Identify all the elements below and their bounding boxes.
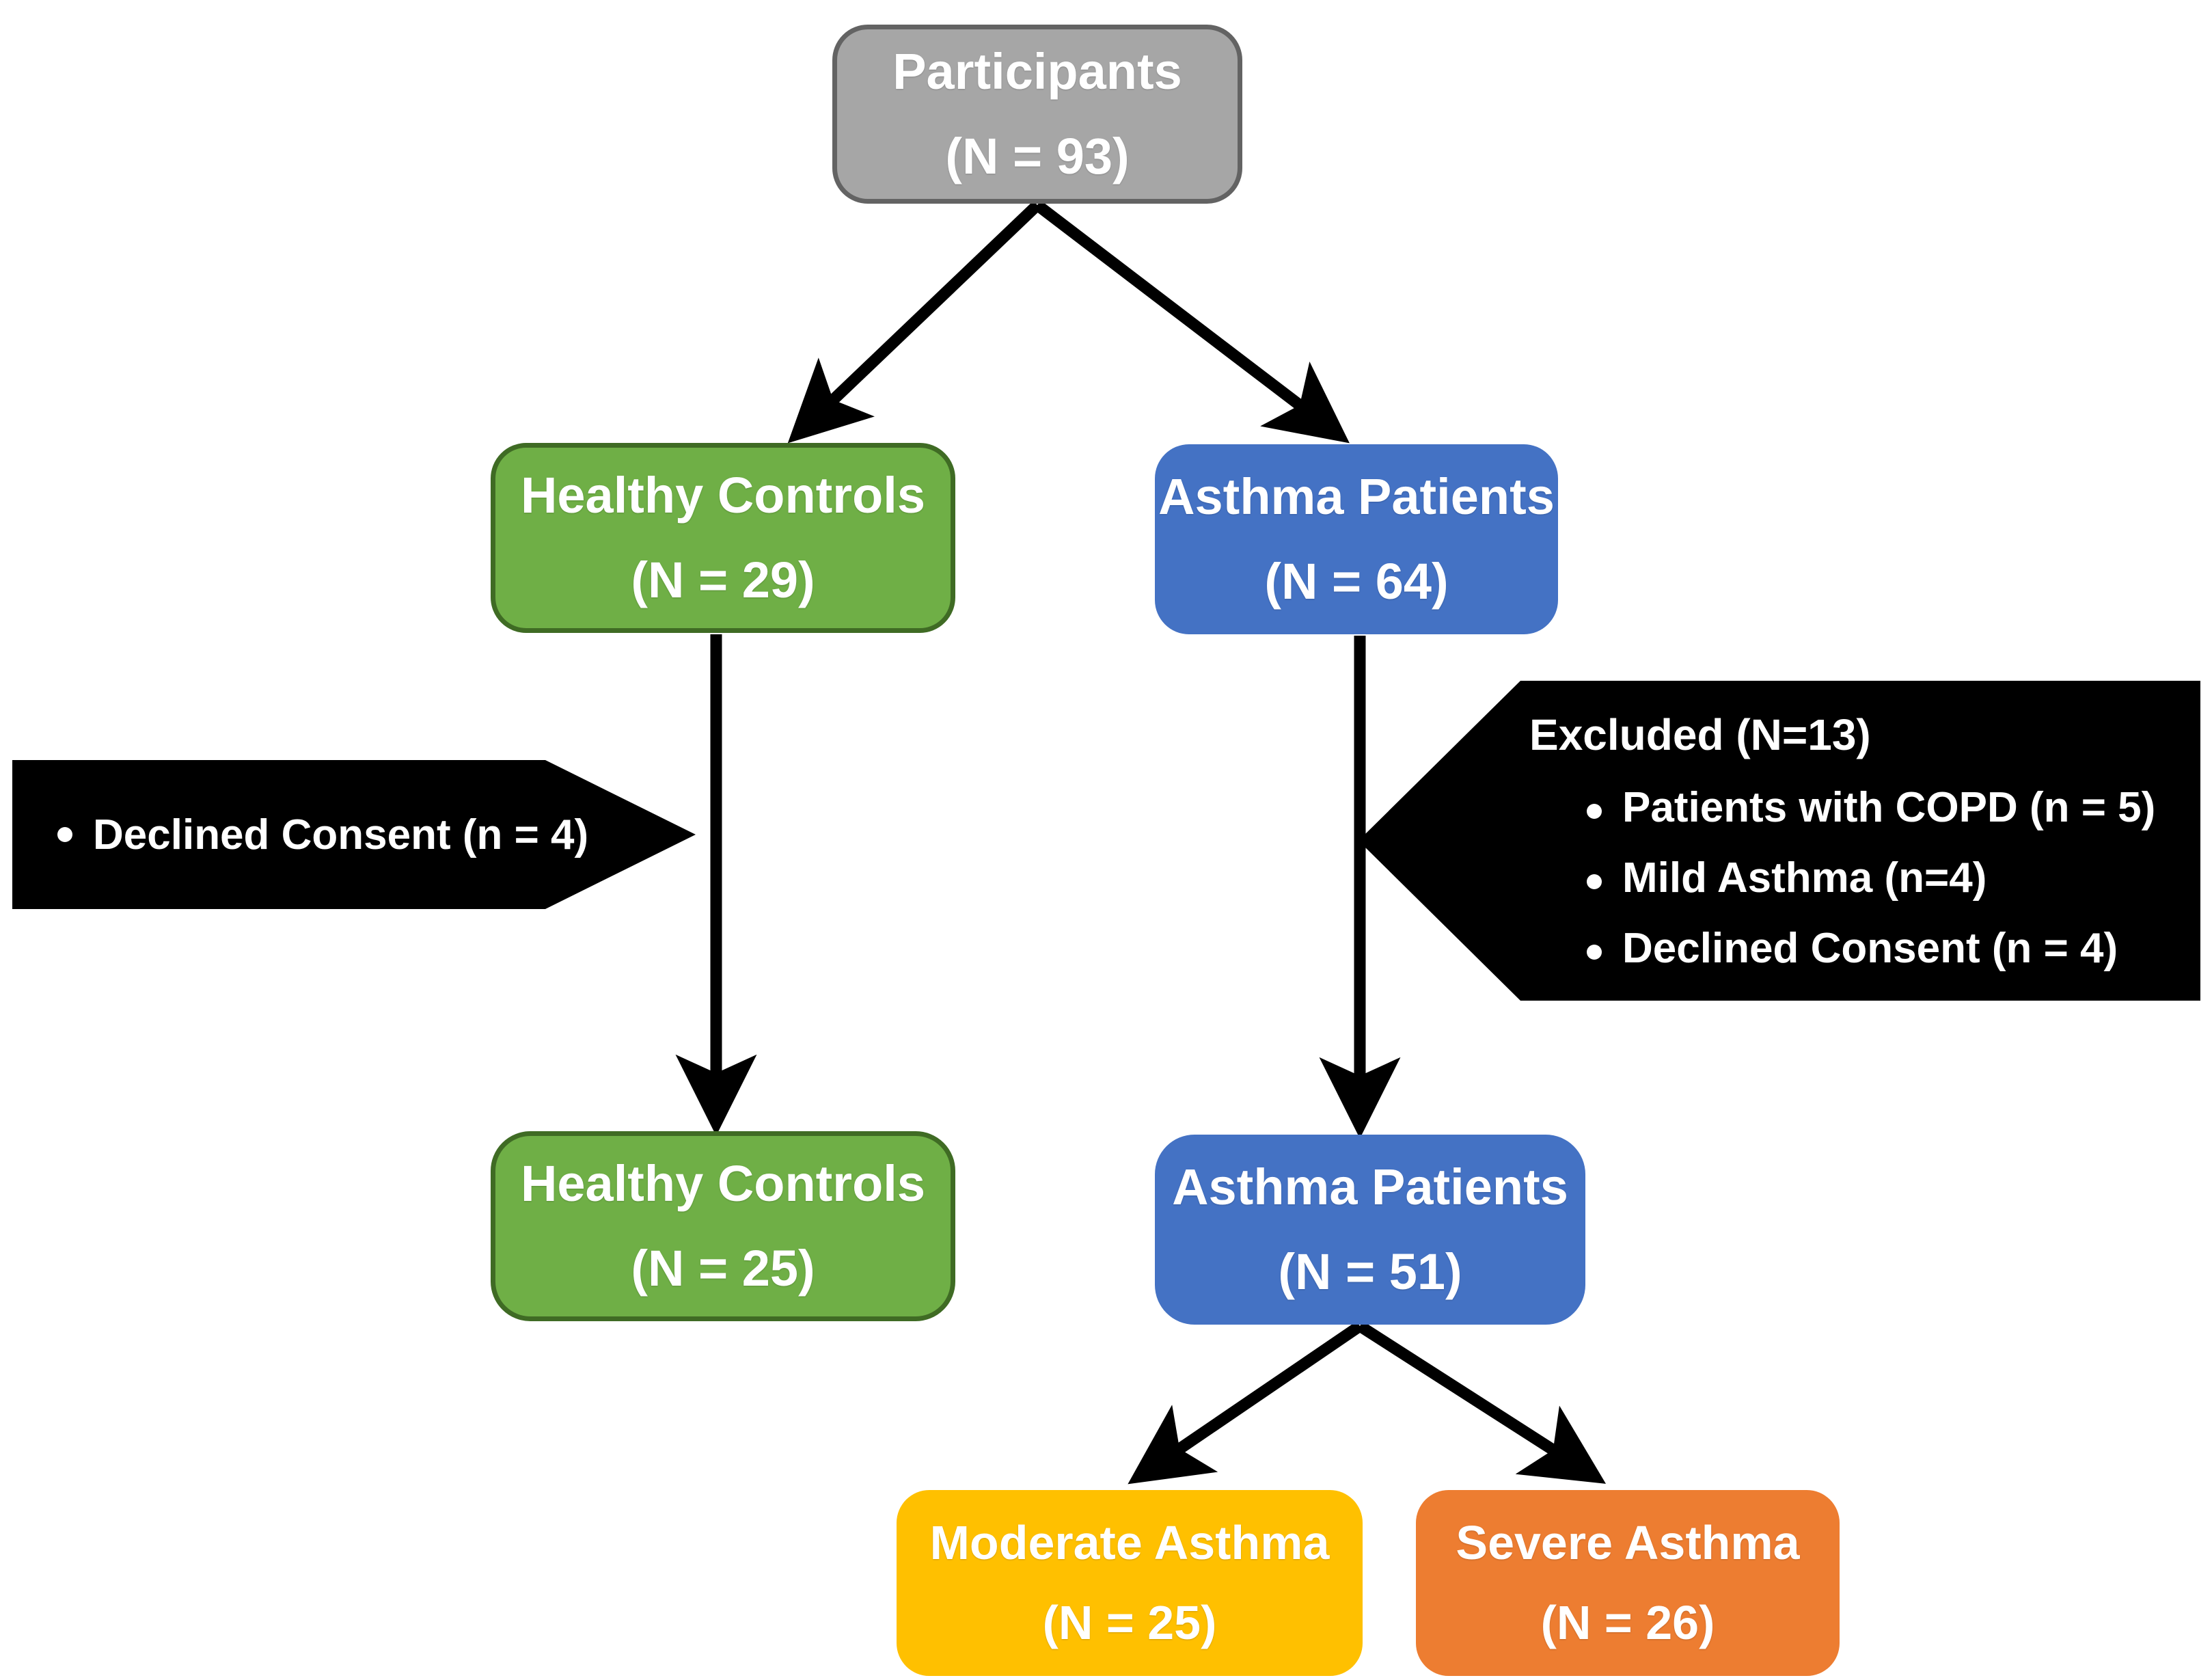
node-severe-asthma-count: (N = 26): [1540, 1595, 1715, 1649]
callout-controls-exclusion[interactable]: Declined Consent (n = 4): [12, 760, 696, 909]
node-severe-asthma-label: Severe Asthma: [1456, 1515, 1800, 1569]
list-item: Patients with COPD (n = 5): [1583, 783, 2200, 832]
callout-asthma-exclusion-heading: Excluded (N=13): [1529, 710, 1871, 759]
node-asthma-patients-final[interactable]: Asthma Patients (N = 51): [1155, 1135, 1585, 1325]
node-asthma-patients-final-count: (N = 51): [1278, 1243, 1462, 1300]
node-asthma-patients-enrolled-count: (N = 64): [1264, 552, 1449, 610]
list-item: Declined Consent (n = 4): [1583, 924, 2200, 973]
node-healthy-controls-final-count: (N = 25): [631, 1239, 815, 1297]
node-healthy-controls-enrolled[interactable]: Healthy Controls (N = 29): [491, 443, 955, 633]
node-asthma-patients-enrolled-label: Asthma Patients: [1158, 468, 1555, 526]
node-moderate-asthma[interactable]: Moderate Asthma (N = 25): [897, 1490, 1363, 1676]
node-healthy-controls-final[interactable]: Healthy Controls (N = 25): [491, 1131, 955, 1321]
edge-asthma-to-moderate: [1128, 1321, 1363, 1485]
callout-asthma-exclusion[interactable]: Excluded (N=13) Patients with COPD (n = …: [1358, 681, 2200, 1001]
list-item: Declined Consent (n = 4): [53, 811, 588, 859]
callout-asthma-exclusion-list: Patients with COPD (n = 5) Mild Asthma (…: [1529, 783, 2200, 973]
edge-asthma-to-severe: [1356, 1321, 1607, 1484]
node-healthy-controls-enrolled-label: Healthy Controls: [520, 467, 926, 524]
node-participants[interactable]: Participants (N = 93): [832, 25, 1242, 204]
list-item: Mild Asthma (n=4): [1583, 854, 2200, 902]
node-asthma-patients-enrolled[interactable]: Asthma Patients (N = 64): [1155, 444, 1558, 634]
node-asthma-patients-final-label: Asthma Patients: [1172, 1159, 1568, 1216]
edge-participants-to-healthy-controls: [787, 200, 1041, 444]
node-moderate-asthma-count: (N = 25): [1042, 1595, 1217, 1649]
node-participants-count: (N = 93): [945, 127, 1130, 185]
node-moderate-asthma-label: Moderate Asthma: [929, 1515, 1330, 1569]
edge-participants-to-asthma-patients: [1033, 200, 1350, 444]
node-severe-asthma[interactable]: Severe Asthma (N = 26): [1416, 1490, 1840, 1676]
node-healthy-controls-final-label: Healthy Controls: [520, 1155, 926, 1213]
node-participants-label: Participants: [892, 43, 1182, 100]
node-healthy-controls-enrolled-count: (N = 29): [631, 551, 815, 608]
callout-controls-exclusion-list: Declined Consent (n = 4): [12, 811, 588, 859]
